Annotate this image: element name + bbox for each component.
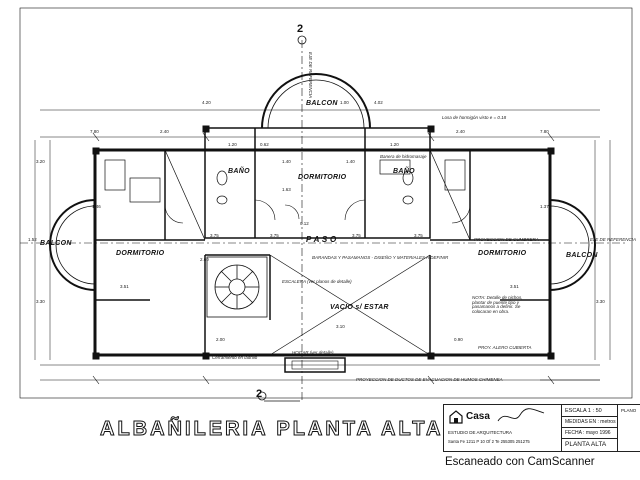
dimension-label: 2.00 bbox=[216, 337, 225, 342]
axis-reference-top: EJE DE REFERENCIA bbox=[308, 52, 313, 99]
dimension-label: 3.75 bbox=[210, 233, 219, 238]
dimension-label: 1.63 bbox=[282, 187, 291, 192]
note-alero: PROY. ALERO CUBIERTA bbox=[478, 345, 532, 350]
columns bbox=[92, 125, 555, 360]
dimension-label: 3.75 bbox=[270, 233, 279, 238]
dimension-label: 7.80 bbox=[90, 129, 99, 134]
dimension-label: 1.52 bbox=[28, 237, 37, 242]
dimension-lines bbox=[34, 109, 611, 381]
room-balcon-left: BALCON bbox=[40, 240, 72, 247]
dimension-label: 0.12 bbox=[300, 221, 309, 226]
room-bano-left: BAÑO bbox=[228, 168, 250, 175]
dimension-label: 1.40 bbox=[282, 159, 291, 164]
section-mark-bottom: 2 bbox=[256, 388, 263, 400]
plano-label: PLANO bbox=[621, 408, 637, 413]
dimension-label: 4.02 bbox=[374, 100, 383, 105]
dimension-label: 3.10 bbox=[336, 324, 345, 329]
balcony-top-arc bbox=[261, 73, 371, 129]
signature bbox=[497, 408, 545, 422]
room-dormitorio-left: DORMITORIO bbox=[116, 250, 165, 257]
room-dormitorio-right: DORMITORIO bbox=[478, 250, 527, 257]
scanner-watermark: Escaneado con CamScanner bbox=[445, 456, 595, 468]
note-cerramiento: Cerramiento en ladrillo bbox=[212, 355, 258, 360]
dimension-label: 3.75 bbox=[414, 233, 423, 238]
staircase bbox=[206, 256, 268, 318]
dimension-label: 2.40 bbox=[160, 129, 169, 134]
dimension-label: 1.20 bbox=[228, 142, 237, 147]
room-paso: P A S O bbox=[306, 235, 337, 244]
dimension-label: 7.80 bbox=[540, 129, 549, 134]
house-logo-icon bbox=[449, 410, 463, 424]
section-mark-bottom-circle bbox=[257, 391, 267, 401]
sheet-border bbox=[19, 7, 633, 399]
dimension-label: 1.00 bbox=[340, 100, 349, 105]
dimension-label: 1.40 bbox=[346, 159, 355, 164]
section-mark-top-circle bbox=[297, 35, 307, 45]
room-bano-right: BAÑO bbox=[393, 168, 415, 175]
room-dormitorio-center: DORMITORIO bbox=[298, 174, 347, 181]
doors bbox=[164, 199, 471, 224]
scale-label: ESCALA 1 : 50 bbox=[565, 408, 602, 414]
room-balcon-top: BALCON bbox=[306, 100, 338, 107]
date-label: FECHA : mayo 1996 bbox=[565, 430, 611, 436]
note-banera: Banera de hidromasaje bbox=[380, 154, 427, 159]
dimension-label: 1.20 bbox=[390, 142, 399, 147]
axis-reference-right: EJE DE REFERENCIA bbox=[590, 237, 637, 242]
bathroom-fixtures bbox=[104, 159, 466, 205]
units-label: MEDIDAS EN : metros bbox=[565, 419, 616, 425]
note-nota: NOTA: Detalle de nichos, plantar de puen… bbox=[472, 295, 523, 314]
room-vacio: VACIO s/ ESTAR bbox=[330, 304, 389, 311]
note-escalera: ESCALERA (ver planos de detalle) bbox=[282, 279, 352, 284]
hearth-label: HOGAR (ver detalle) bbox=[292, 350, 334, 355]
void-diagonals bbox=[164, 149, 471, 356]
drawing-title: ALBAÑILERIA PLANTA ALTA bbox=[99, 418, 444, 441]
note-losa: Losa de hormigón visto e = 0.18 bbox=[442, 115, 507, 120]
dimension-label: 3.75 bbox=[352, 233, 361, 238]
dimension-ticks bbox=[92, 132, 555, 385]
studio-address: Santa Fe 1211 P 10 Of 2 Te 255305 251275 bbox=[448, 439, 530, 444]
dimension-label: 3.30 bbox=[596, 299, 605, 304]
note-ductos: PROYECCION DE DUCTOS DE EVACUACION DE HU… bbox=[356, 377, 503, 382]
studio-brand: Casa bbox=[466, 411, 490, 422]
sheet-name: PLANTA ALTA bbox=[565, 441, 607, 448]
dimension-label: 1.46 bbox=[92, 204, 101, 209]
dimension-label: 2.40 bbox=[456, 129, 465, 134]
note-cumbrera: PROYECCION DE CUMBRERA bbox=[474, 237, 539, 242]
dimension-label: 2.60 bbox=[200, 257, 209, 262]
title-block: Casa ESTUDIO DE ARQUITECTURA Santa Fe 12… bbox=[443, 404, 640, 452]
outer-walls bbox=[93, 148, 552, 357]
inner-walls bbox=[95, 127, 550, 355]
studio-name: ESTUDIO DE ARQUITECTURA bbox=[448, 430, 513, 435]
dimension-label: 3.30 bbox=[36, 299, 45, 304]
dimension-label: 0.90 bbox=[454, 337, 463, 342]
note-barandas: BARANDAS Y PASAMANOS - DISEÑO Y MATERIAL… bbox=[312, 255, 449, 260]
dimension-label: 3.51 bbox=[510, 284, 519, 289]
section-mark-top: 2 bbox=[297, 23, 304, 35]
dimension-label: 3.20 bbox=[36, 159, 45, 164]
dimension-label: 4.20 bbox=[202, 100, 211, 105]
dimension-label: 3.51 bbox=[120, 284, 129, 289]
room-balcon-right: BALCON bbox=[566, 252, 598, 259]
dimension-label: 1.37 bbox=[540, 204, 549, 209]
dimension-label: 0.62 bbox=[260, 142, 269, 147]
